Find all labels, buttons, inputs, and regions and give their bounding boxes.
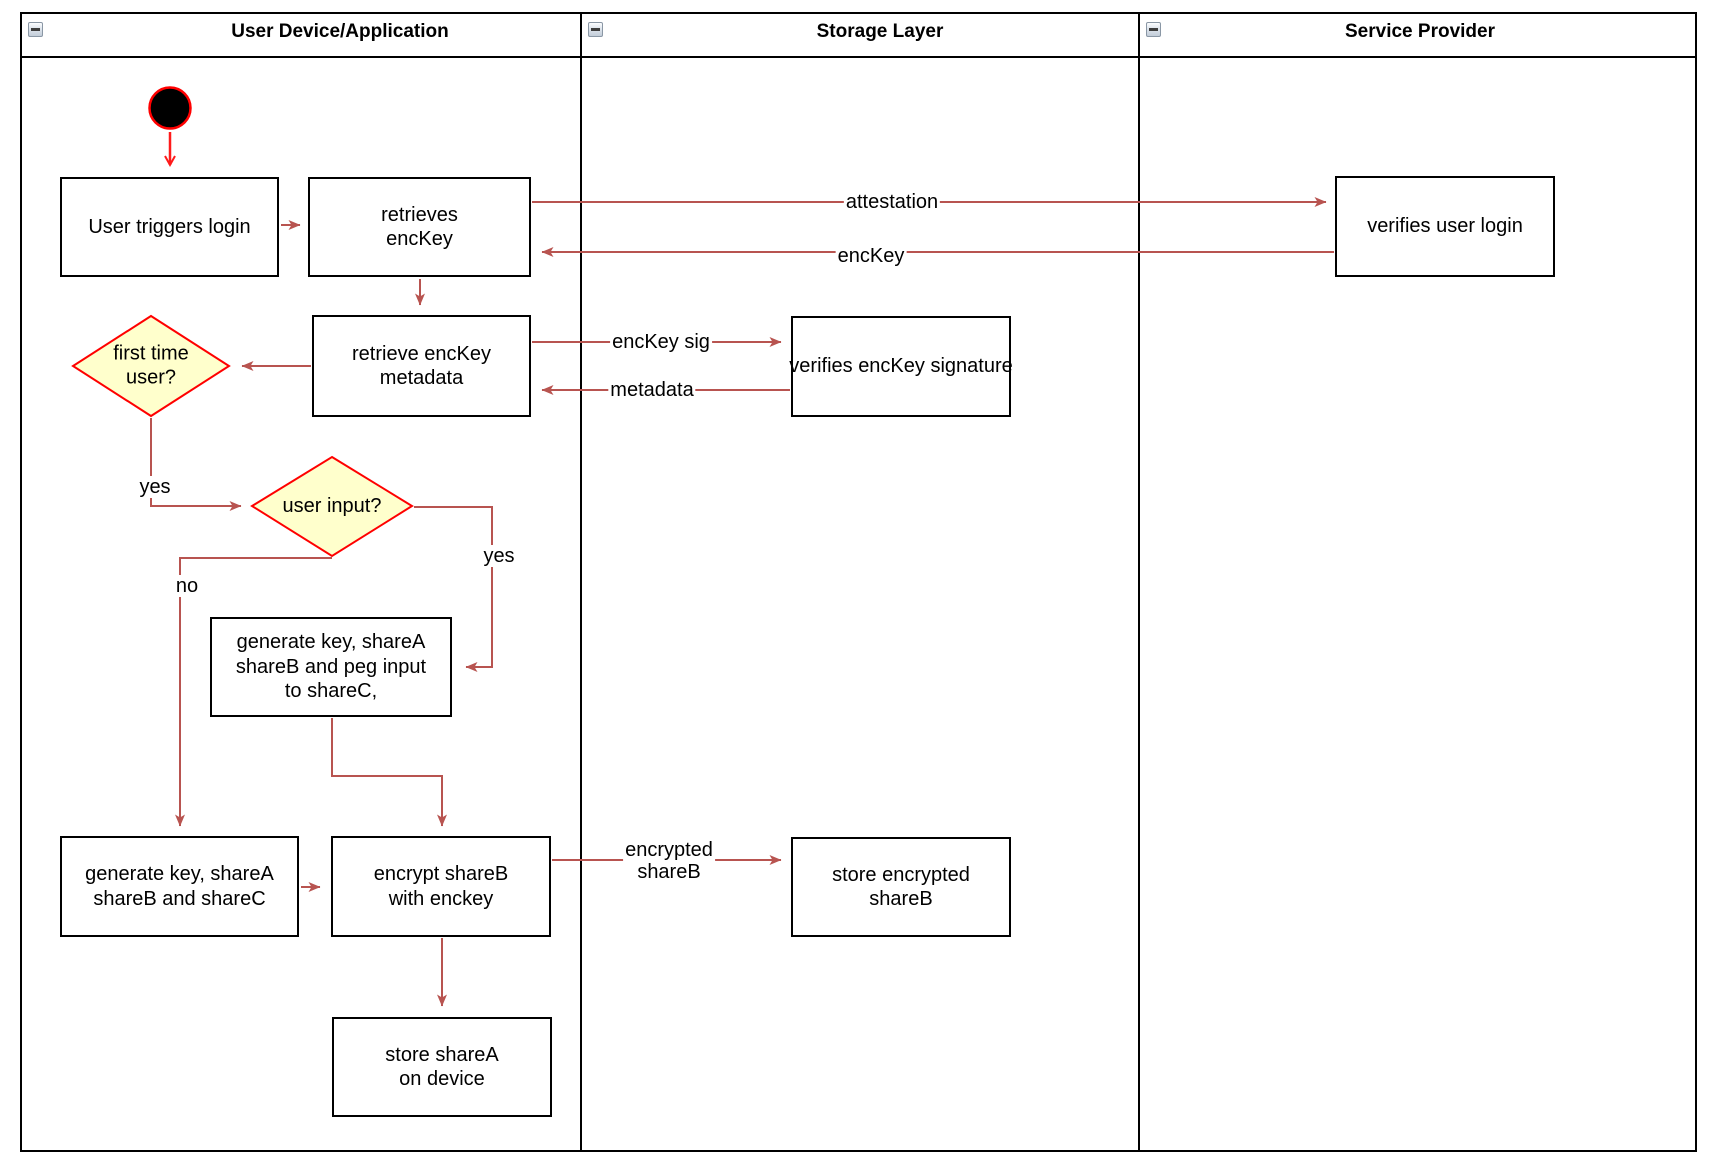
- node-generate-key-sharec[interactable]: generate key, shareA shareB and shareC: [60, 836, 299, 937]
- decision-first-time-user-label: first time user?: [113, 342, 189, 389]
- lane-separator-2: [1138, 12, 1140, 1152]
- edge-label-metadata[interactable]: metadata: [608, 379, 696, 401]
- edge-label-user-input-yes[interactable]: yes: [481, 545, 517, 567]
- edge-label-user-input-no[interactable]: no: [173, 575, 201, 597]
- lane-title-service-provider[interactable]: Service Provider: [1345, 21, 1495, 42]
- edge-label-encrypted-shareb[interactable]: encrypted shareB: [623, 839, 715, 883]
- edge-first-time-yes[interactable]: [150, 418, 242, 511]
- lane-header-divider: [20, 56, 1697, 58]
- edge-label-attestation[interactable]: attestation: [843, 191, 941, 213]
- lane-title-storage-layer[interactable]: Storage Layer: [816, 21, 944, 42]
- node-retrieve-enckey-metadata[interactable]: retrieve encKey metadata: [312, 315, 531, 417]
- lane-title-user-device[interactable]: User Device/Application: [231, 21, 449, 42]
- node-verifies-user-login[interactable]: verifies user login: [1335, 176, 1555, 277]
- edge-label-enckey[interactable]: encKey: [835, 245, 907, 267]
- decision-user-input-label: user input?: [282, 494, 382, 517]
- node-verifies-enckey-signature[interactable]: verifies encKey signature: [789, 316, 1013, 417]
- collapse-minus-icon[interactable]: [1146, 22, 1161, 37]
- node-user-triggers-login[interactable]: User triggers login: [60, 177, 279, 277]
- initial-state-node[interactable]: [148, 86, 192, 130]
- decision-first-time-user[interactable]: [71, 314, 231, 418]
- node-retrieves-enckey[interactable]: retrieves encKey: [308, 177, 531, 277]
- node-store-sharea-device[interactable]: store shareA on device: [332, 1017, 552, 1117]
- collapse-minus-icon[interactable]: [588, 22, 603, 37]
- node-store-encrypted-shareb[interactable]: store encrypted shareB: [791, 837, 1011, 937]
- edge-label-first-time-yes[interactable]: yes: [137, 476, 173, 498]
- edge-peg-to-encrypt[interactable]: [331, 718, 447, 827]
- node-generate-key-peg-input[interactable]: generate key, shareA shareB and peg inpu…: [210, 617, 452, 717]
- lane-separator-1: [580, 12, 582, 1152]
- pool-border: [20, 12, 1697, 1152]
- minus-icon: [591, 28, 600, 31]
- edge-user-input-yes[interactable]: [414, 506, 493, 672]
- node-encrypt-shareb[interactable]: encrypt shareB with enckey: [331, 836, 551, 937]
- collapse-minus-icon[interactable]: [28, 22, 43, 37]
- edge-user-input-no[interactable]: [175, 557, 332, 827]
- edge-label-enckey-sig[interactable]: encKey sig: [610, 331, 712, 353]
- decision-user-input[interactable]: [250, 455, 414, 558]
- minus-icon: [1149, 28, 1158, 31]
- minus-icon: [31, 28, 40, 31]
